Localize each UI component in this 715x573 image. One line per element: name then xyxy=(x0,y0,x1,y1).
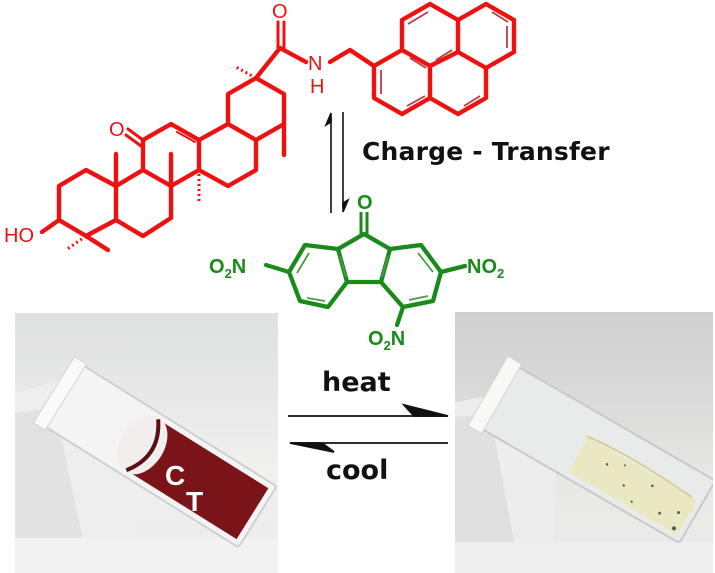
amide-oxygen-label: O xyxy=(272,1,288,23)
cool-label: cool xyxy=(326,455,389,486)
heat-label: heat xyxy=(322,367,391,398)
photo-heated-solution xyxy=(455,312,713,573)
amide-hydrogen-label: H xyxy=(310,76,324,98)
ketone-oxygen-label: O xyxy=(109,119,125,141)
photo-ct-gel: C T xyxy=(15,313,278,573)
amide-nitrogen-label: N xyxy=(308,53,322,75)
charge-transfer-label: Charge - Transfer xyxy=(362,137,610,166)
nitro-left-label: O2N xyxy=(209,256,246,281)
acceptor-ketone-oxygen-label: O xyxy=(357,192,373,214)
nitro-bottom-label: O2N xyxy=(368,328,405,353)
nitro-right-label: NO2 xyxy=(467,256,504,281)
donor-molecule: O O N H HO xyxy=(4,1,517,253)
ct-label-c: C xyxy=(165,460,185,491)
hydroxyl-label: HO xyxy=(4,225,34,247)
ct-label-t: T xyxy=(186,486,203,517)
